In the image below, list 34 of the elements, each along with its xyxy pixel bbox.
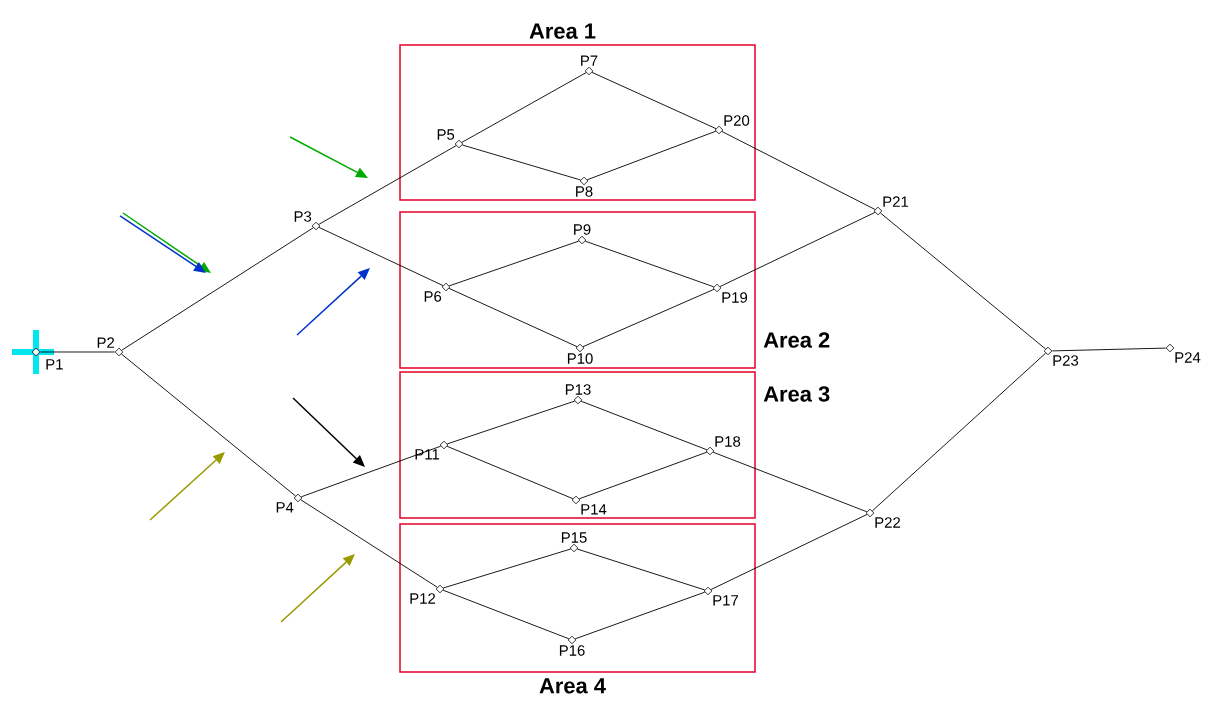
connector-line [461,72,587,143]
connector-line [584,240,715,288]
connector-line [446,445,574,500]
connector-line [591,71,717,130]
connector-line [448,287,578,348]
connector-line [580,400,708,451]
connector-line [446,400,576,445]
node-label: Area 1 [529,23,596,39]
connector-line [300,499,438,588]
connector-line [300,445,442,498]
connector-line [121,227,314,351]
connector-line [574,591,706,640]
connector-line [461,144,582,181]
connector-line [318,145,457,225]
connector-line [712,451,868,513]
connector-line [871,352,1047,512]
connector-line [442,548,572,589]
node-label: Area 3 [763,386,830,402]
connector-line [318,226,444,287]
connector-line [448,240,580,287]
connector-line [582,288,715,348]
connector-line [710,513,868,591]
connector-line [39,351,116,353]
connector-line [586,130,717,181]
node-label: Area 2 [763,332,830,348]
connector-line [1051,347,1167,352]
connector-line [879,212,1047,350]
connector-line [442,589,570,640]
connector-line [576,548,706,591]
connector-line [578,451,708,500]
connector-line [121,353,297,497]
connector-line [719,211,876,287]
node-label: Area 4 [539,678,606,694]
connector-line [721,131,876,210]
